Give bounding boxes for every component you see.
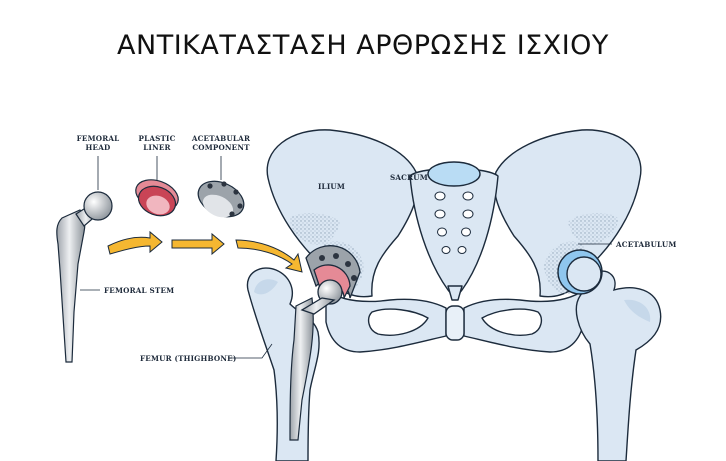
pelvis (266, 129, 642, 353)
implanted-stem (289, 297, 314, 441)
femoral-head-label-line1: FEMORAL (77, 134, 120, 143)
femoral-stem-component (56, 191, 113, 363)
page-title: ΑΝΤΙΚΑΤΑΣΤΑΣΗ ΑΡΘΡΩΣΗΣ ΙΣΧΙΟΥ (117, 30, 609, 61)
assembly-arrows (107, 230, 303, 273)
femoral-head-ball (83, 191, 113, 221)
femoral-stem-label: FEMORAL STEM (104, 286, 174, 295)
plastic-liner-component (135, 179, 179, 217)
pubic-symphysis (445, 305, 465, 341)
sacrum-top (427, 161, 481, 187)
left-femur (246, 267, 320, 461)
plastic-liner-label-line2: LINER (143, 143, 171, 152)
sacrum-label: SACRUM (390, 173, 428, 182)
plastic-liner-label-line1: PLASTIC (138, 134, 175, 143)
femoral-head-label-line2: HEAD (86, 143, 111, 152)
arrow-3 (235, 239, 303, 273)
implanted-hip (300, 245, 361, 315)
acetabular-component-label-line2: COMPONENT (192, 143, 250, 152)
acetabular-component (197, 180, 245, 218)
femur-label: FEMUR (THIGHBONE) (140, 354, 236, 363)
label-leaders (80, 156, 612, 359)
right-femur (557, 249, 662, 461)
ilium-label: ILIUM (318, 182, 345, 191)
acetabular-component-label-line1: ACETABULAR (191, 134, 251, 143)
sacrum (409, 167, 499, 296)
arrow-2 (171, 232, 225, 256)
right-femoral-head (566, 256, 602, 292)
arrow-1 (107, 230, 163, 255)
acetabulum-label: ACETABULUM (615, 240, 677, 249)
